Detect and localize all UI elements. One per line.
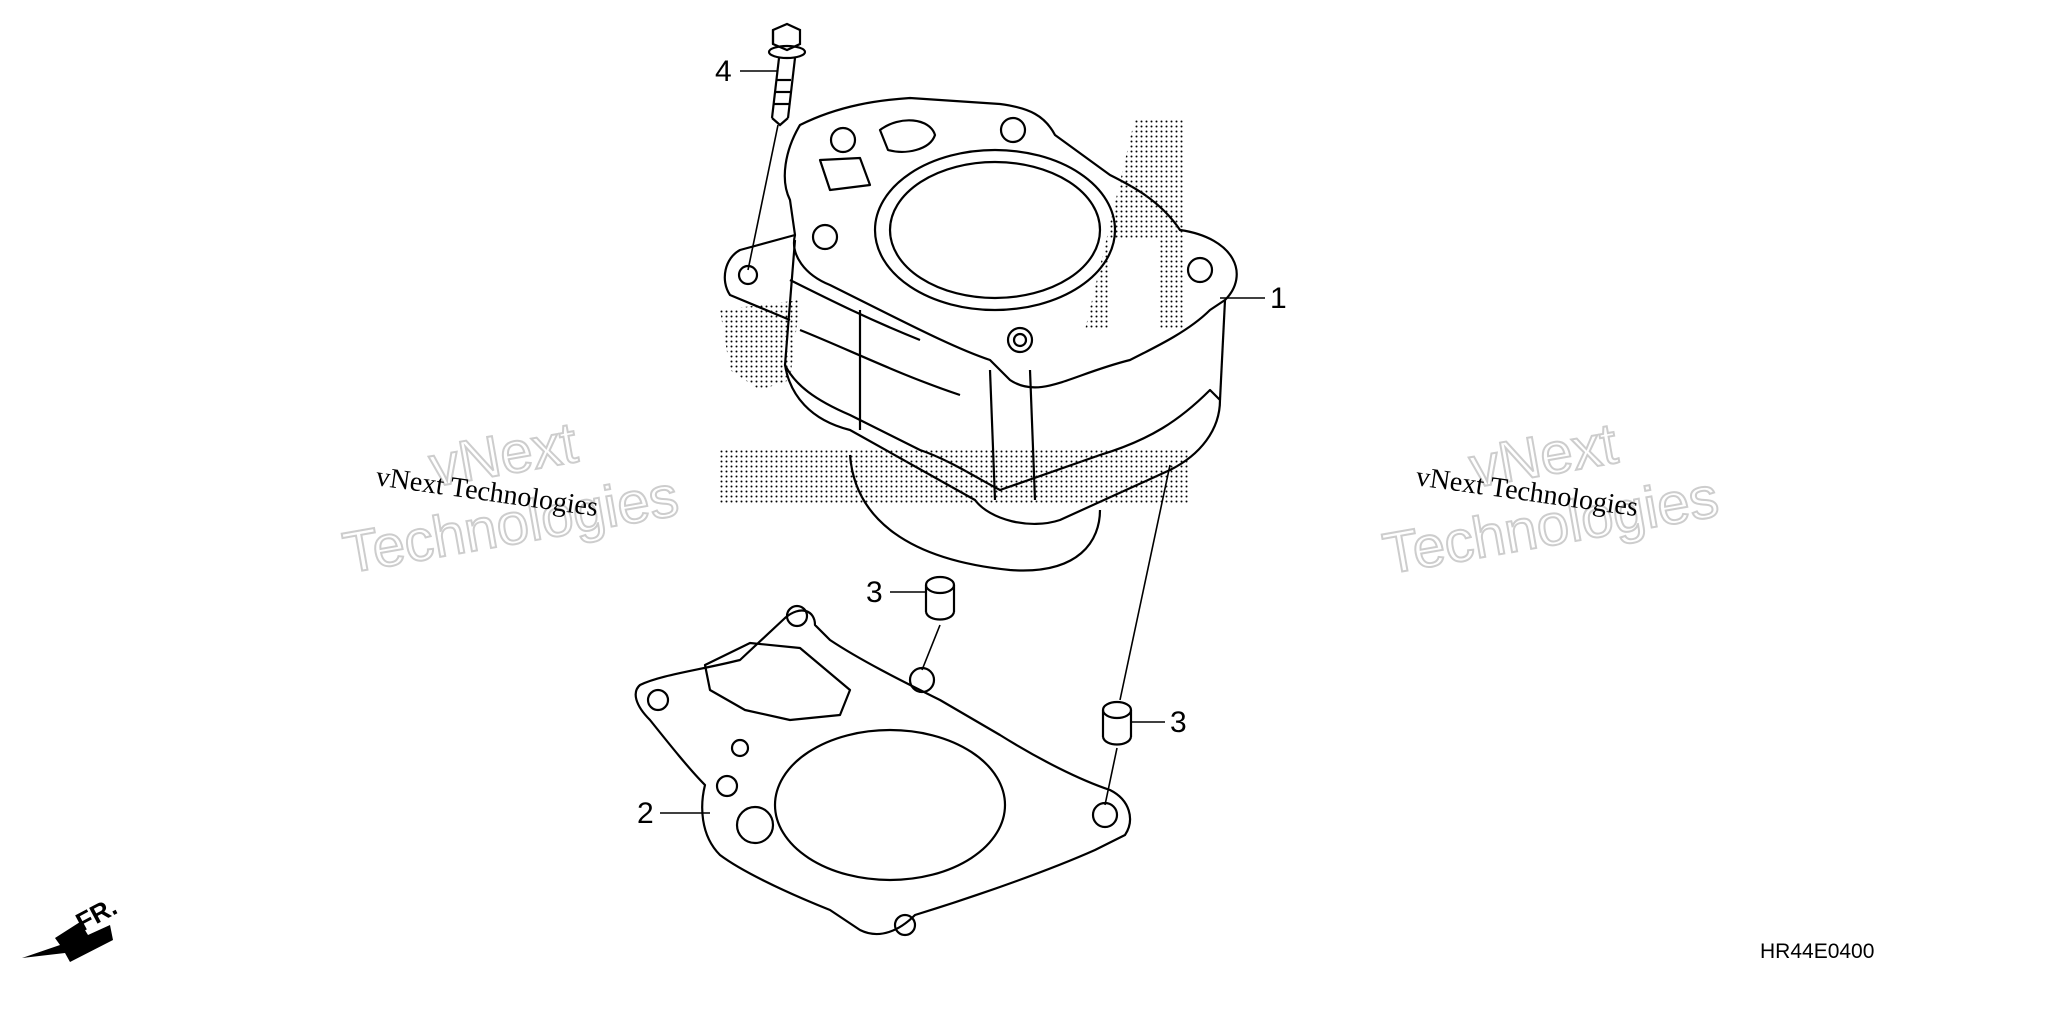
dowel-pin-upper bbox=[924, 575, 956, 621]
cylinder-sleeve bbox=[848, 454, 1102, 572]
cylinder-bore-outer bbox=[873, 148, 1117, 312]
left-lug-hole bbox=[737, 264, 759, 286]
callout-part-1: 1 bbox=[1270, 282, 1287, 315]
gasket-bore-hole bbox=[773, 728, 1007, 882]
callout-part-3b: 3 bbox=[1170, 706, 1187, 739]
gasket-hole-7 bbox=[715, 774, 739, 798]
cylinder-top-deck bbox=[783, 96, 1238, 389]
gasket-hole-6 bbox=[730, 738, 750, 758]
left-lug bbox=[723, 233, 796, 322]
water-jacket-1 bbox=[878, 119, 937, 153]
gasket-hole-8 bbox=[735, 805, 775, 845]
front-arrow-icon: FR. bbox=[22, 891, 122, 962]
gasket-hole-1 bbox=[646, 688, 670, 712]
cylinder-gasket bbox=[634, 604, 1132, 937]
callout-part-4: 4 bbox=[715, 55, 732, 88]
callout-part-3a: 3 bbox=[866, 576, 883, 609]
deck-hole-4 bbox=[1186, 256, 1214, 284]
diagram-code: HR44E0400 bbox=[1760, 940, 1874, 963]
cylinder-bore bbox=[888, 160, 1102, 300]
deck-hole-6 bbox=[1012, 332, 1028, 348]
brand-logo-shadow bbox=[720, 118, 1190, 505]
water-jacket-2 bbox=[818, 156, 872, 192]
deck-hole-2 bbox=[999, 116, 1027, 144]
assembly-guide-lines bbox=[747, 124, 1171, 806]
gasket-hole-5 bbox=[893, 913, 917, 937]
gasket-hole-3 bbox=[908, 666, 936, 694]
callout-leaders bbox=[660, 70, 1265, 814]
flange-bolt bbox=[767, 22, 807, 127]
callout-part-2: 2 bbox=[637, 797, 654, 830]
deck-hole-1 bbox=[829, 126, 857, 154]
cylinder-base-flange bbox=[783, 363, 1222, 525]
gasket-hole-4 bbox=[1091, 801, 1119, 829]
deck-hole-3 bbox=[811, 223, 839, 251]
deck-hole-5 bbox=[1006, 326, 1034, 354]
cylinder-block bbox=[723, 96, 1238, 572]
gasket-hole-2 bbox=[785, 604, 809, 628]
gasket-water-port bbox=[703, 641, 852, 722]
dowel-pin-lower bbox=[1101, 700, 1133, 746]
gasket-outline bbox=[634, 609, 1132, 935]
